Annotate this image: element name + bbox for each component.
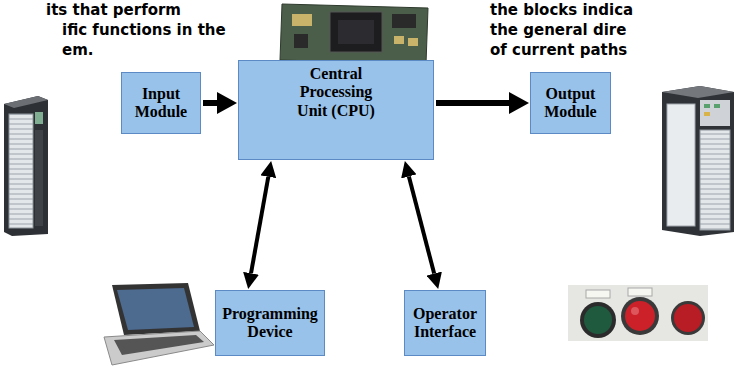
box-label: Output Module	[535, 85, 606, 122]
module-led	[35, 112, 43, 124]
laptop-screen	[117, 288, 194, 330]
module-body	[662, 86, 734, 236]
cropped-caption-text: the general dire	[490, 20, 626, 40]
arrow-connector	[251, 177, 268, 274]
component	[392, 14, 416, 28]
process-box: Operator Interface	[404, 290, 486, 356]
module-door	[667, 104, 695, 226]
box-label: Programming Device	[220, 305, 320, 342]
green-button	[584, 306, 612, 334]
laptop-lid	[112, 283, 200, 335]
legend-plate	[586, 290, 610, 298]
component	[292, 14, 312, 26]
cropped-caption-text: em.	[62, 40, 94, 60]
arrow-connector	[436, 100, 509, 106]
photo-ground	[568, 285, 708, 341]
process-box: Input Module	[121, 72, 201, 134]
button-rim	[671, 301, 705, 335]
legend-plate	[628, 288, 652, 296]
laptop-base	[104, 331, 214, 365]
input-module-photo	[4, 96, 48, 236]
cpu-board-photo	[280, 4, 428, 64]
module-top	[662, 86, 734, 98]
laptop-keyboard	[114, 335, 204, 355]
process-box: Central Processing Unit (CPU)	[238, 60, 434, 160]
red-button	[674, 304, 702, 332]
box-label: Input Module	[126, 85, 196, 122]
module-label-strip	[9, 114, 33, 228]
cropped-caption-text: the blocks indica	[490, 0, 633, 20]
module-label-strip	[700, 130, 730, 230]
box-label: Central Processing Unit (CPU)	[286, 65, 386, 120]
arrow-connector	[203, 100, 217, 106]
cropped-caption-text: ific functions in the	[62, 20, 226, 40]
processor-chip	[330, 12, 382, 52]
component	[294, 34, 308, 48]
module-led	[704, 104, 710, 108]
module-edge	[35, 130, 43, 226]
arrow-connector	[409, 176, 434, 273]
module-status-panel	[700, 100, 730, 126]
process-box: Output Module	[530, 72, 611, 134]
highlight	[631, 307, 639, 315]
cropped-caption-text: its that perform	[46, 0, 181, 20]
module-top	[4, 96, 48, 108]
module-body	[4, 96, 48, 236]
output-module-photo	[662, 86, 734, 236]
cropped-caption-text: of current paths	[490, 40, 627, 60]
push-buttons-photo	[568, 285, 708, 341]
component	[408, 38, 418, 46]
process-box: Programming Device	[215, 290, 325, 356]
module-led	[704, 112, 710, 116]
component	[394, 36, 404, 44]
chip-die	[338, 20, 374, 44]
module-led	[714, 104, 720, 108]
red-button	[625, 301, 655, 331]
laptop-photo	[104, 283, 214, 365]
button-rim	[580, 302, 616, 338]
button-rim	[621, 297, 659, 335]
box-label: Operator Interface	[409, 305, 481, 342]
circuit-board	[280, 4, 428, 64]
